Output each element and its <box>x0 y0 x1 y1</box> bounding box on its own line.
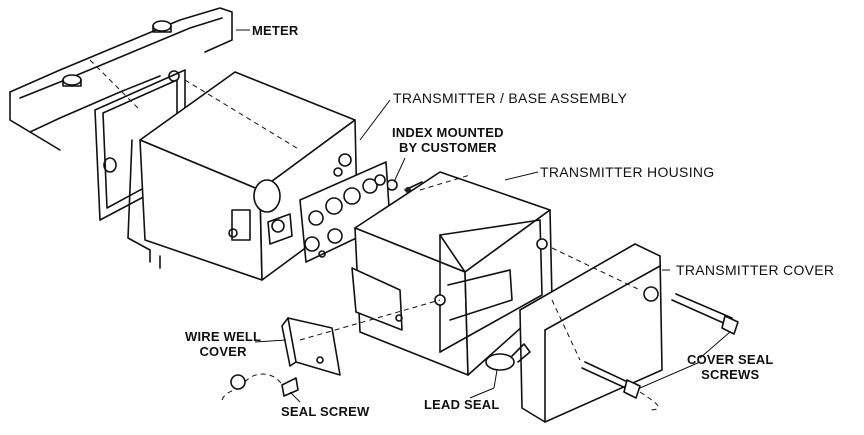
meter-bolt-1 <box>153 21 171 32</box>
label-index-mounted-line1: INDEX MOUNTED <box>392 125 504 140</box>
label-cover-seal-screws-line1: COVER SEAL <box>687 352 774 367</box>
wire-well-cover-drawing <box>282 318 340 375</box>
label-cover-seal-screws: COVER SEAL SCREWS <box>687 352 774 382</box>
label-wire-well-cover: WIRE WELL COVER <box>185 329 261 359</box>
label-meter: METER <box>252 23 299 38</box>
label-wire-well-cover-line1: WIRE WELL <box>185 329 261 344</box>
meter-bolt-2 <box>63 75 81 86</box>
label-transmitter-housing: TRANSMITTER HOUSING <box>540 165 714 180</box>
label-transmitter-cover: TRANSMITTER COVER <box>676 263 834 278</box>
label-seal-screw: SEAL SCREW <box>281 404 369 419</box>
seal-screw-drawing <box>222 374 298 400</box>
label-index-mounted-line2: BY CUSTOMER <box>392 140 504 155</box>
label-wire-well-cover-line2: COVER <box>185 344 261 359</box>
label-cover-seal-screws-line2: SCREWS <box>687 367 774 382</box>
label-index-mounted: INDEX MOUNTED BY CUSTOMER <box>392 125 504 155</box>
label-transmitter-base-assembly: TRANSMITTER / BASE ASSEMBLY <box>393 91 627 106</box>
label-lead-seal: LEAD SEAL <box>424 397 499 412</box>
